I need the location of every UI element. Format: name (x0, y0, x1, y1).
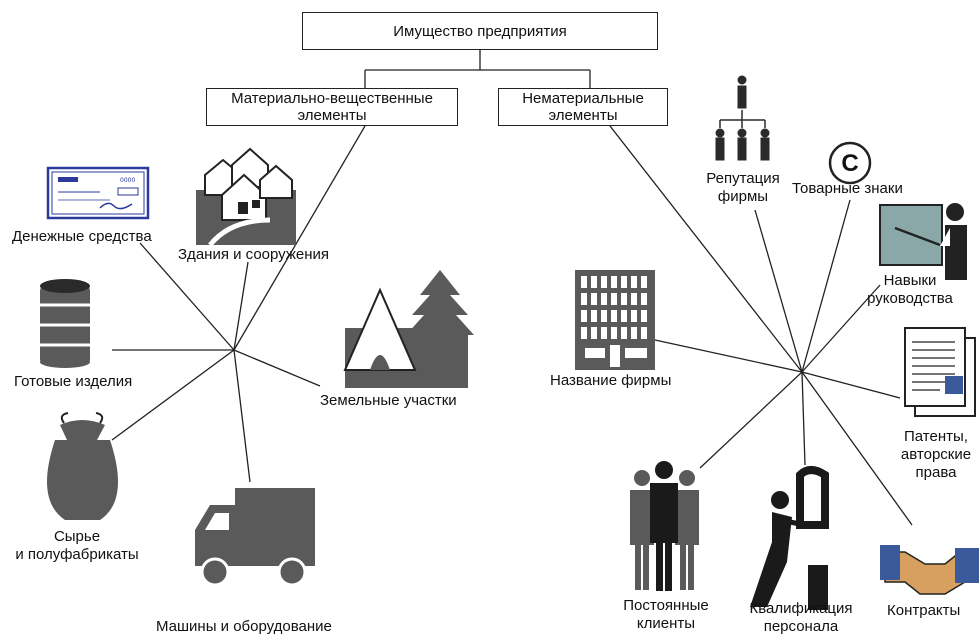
label-finished-goods: Готовые изделия (14, 373, 133, 390)
label-management-line1: Навыки (883, 272, 937, 289)
people-icon (630, 461, 699, 591)
cheque-icon: 0000 (46, 166, 150, 220)
office-building-icon (575, 270, 655, 370)
material-branch-box: Материально-вещественные элементы (206, 88, 458, 126)
sack-icon (47, 412, 118, 520)
label-patents-line1: Патенты, (904, 428, 968, 445)
line-firm-name (654, 339, 803, 373)
line-staff (801, 371, 806, 466)
line-management (801, 284, 881, 373)
intangible-branch-box: Нематериальные элементы (498, 88, 668, 126)
line-buildings (233, 261, 249, 351)
label-patents-line3: права (915, 464, 957, 481)
label-management-line2: руководства (867, 290, 953, 307)
material-branch-line1: Материально-вещественные (231, 90, 433, 107)
copyright-icon: C (828, 141, 872, 185)
line-clients (699, 371, 803, 469)
label-machines: Машины и оборудование (156, 618, 332, 635)
material-hub-line (233, 125, 366, 351)
label-clients-line1: Постоянные (623, 597, 709, 614)
line-cash (139, 242, 235, 351)
root-box: Имущество предприятия (302, 12, 658, 50)
line-contracts (801, 371, 913, 526)
line-trademarks (801, 199, 851, 373)
line-machines (233, 349, 251, 483)
cheque-text: 0000 (120, 177, 135, 184)
label-raw-line1: Сырье (53, 528, 101, 545)
documents-icon (904, 327, 976, 417)
material-branch-line2: элементы (297, 107, 367, 124)
label-management: Навыки руководства (855, 272, 965, 308)
label-staff: Квалификация персонала (742, 600, 860, 636)
org-chart-icon (715, 75, 770, 161)
label-patents: Патенты, авторские права (893, 428, 979, 482)
label-reputation-line1: Репутация (706, 170, 780, 187)
worker-icon (750, 466, 829, 610)
line-raw (111, 349, 235, 441)
barrel-icon (40, 279, 90, 368)
label-reputation-line2: фирмы (717, 188, 769, 205)
label-trademarks: Товарные знаки (792, 180, 903, 197)
copyright-symbol: C (841, 150, 858, 177)
line-reputation (754, 209, 803, 373)
land-icon (343, 270, 474, 388)
handshake-icon (880, 545, 979, 595)
label-land: Земельные участки (320, 392, 457, 409)
intangible-branch-line1: Нематериальные (522, 90, 644, 107)
label-reputation: Репутация фирмы (700, 170, 786, 206)
connector-lines (111, 50, 913, 526)
buildings-icon (196, 147, 296, 247)
label-clients-line2: клиенты (636, 615, 696, 632)
label-clients: Постоянные клиенты (618, 597, 714, 633)
label-contracts: Контракты (887, 602, 961, 619)
label-patents-line2: авторские (900, 446, 972, 463)
root-label: Имущество предприятия (393, 22, 567, 40)
line-patents (801, 371, 901, 399)
presenter-icon (879, 203, 967, 280)
label-cash: Денежные средства (12, 228, 152, 245)
line-land (233, 349, 321, 387)
label-firm-name: Название фирмы (550, 372, 672, 389)
label-raw-line2: и полуфабрикаты (15, 546, 139, 563)
intangible-hub-line (609, 125, 803, 373)
label-buildings: Здания и сооружения (178, 246, 330, 263)
label-staff-line1: Квалификация (749, 600, 853, 617)
intangible-branch-line2: элементы (548, 107, 618, 124)
label-raw-materials: Сырье и полуфабрикаты (6, 528, 148, 564)
truck-icon (195, 488, 315, 587)
label-staff-line2: персонала (763, 618, 839, 635)
